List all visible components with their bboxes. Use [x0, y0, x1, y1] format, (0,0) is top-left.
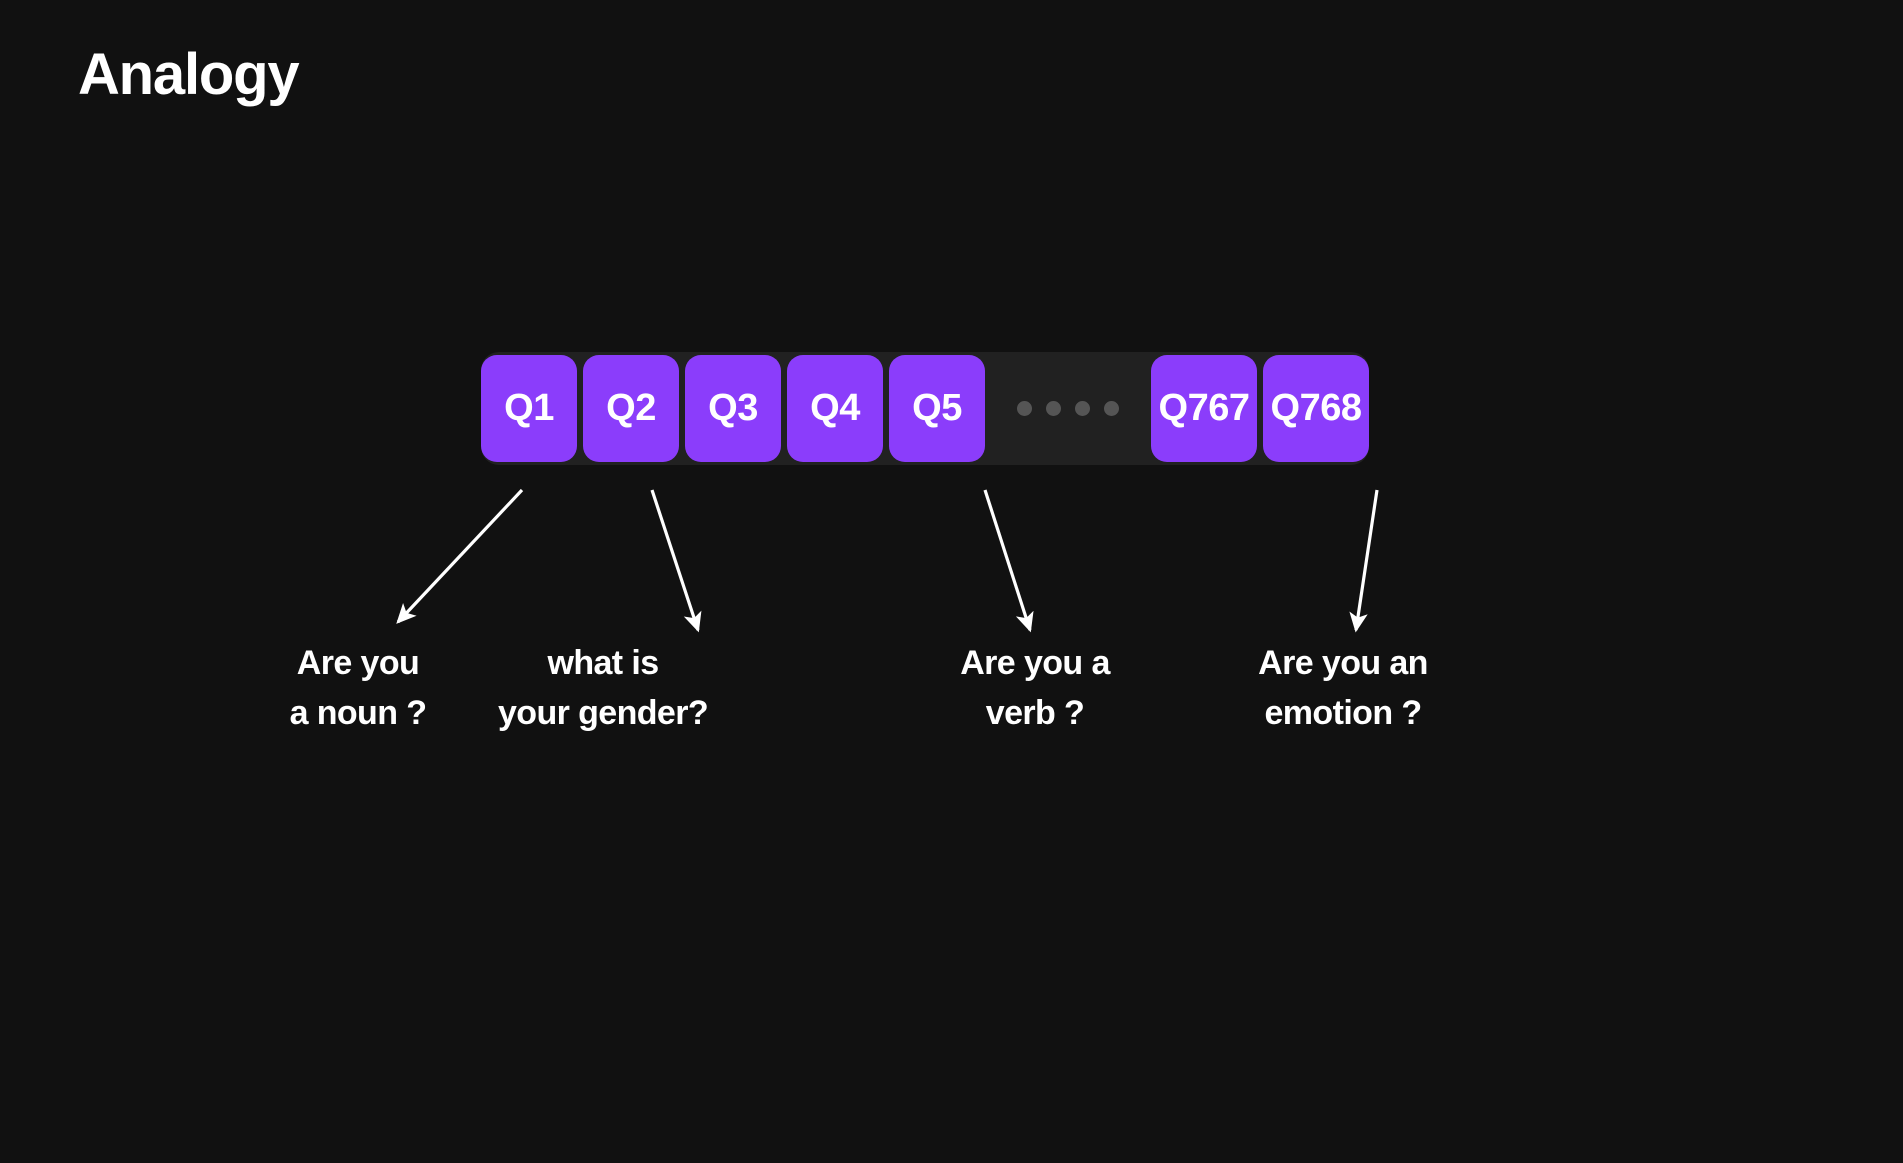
callout-label-q2: what is your gender?: [497, 644, 709, 733]
token-chip-q1[interactable]: Q1: [481, 355, 577, 462]
callout-arrow-q1: [396, 488, 524, 624]
token-strip: Q1 Q2 Q3 Q4 Q5 Q767 Q768: [481, 352, 1369, 465]
callout-arrow-q768: [1349, 489, 1379, 633]
ellipsis-dot: [1046, 401, 1061, 416]
callout-label-q768: Are you an emotion ?: [1258, 644, 1428, 733]
callout-arrow-q2: [650, 489, 702, 633]
token-chip-q767[interactable]: Q767: [1151, 355, 1257, 462]
ellipsis-icon: [991, 355, 1145, 462]
ellipsis-dot: [1017, 401, 1032, 416]
token-chip-q2[interactable]: Q2: [583, 355, 679, 462]
token-chip-q4[interactable]: Q4: [787, 355, 883, 462]
page-title: Analogy: [78, 42, 300, 107]
ellipsis-dot: [1104, 401, 1119, 416]
token-chip-q5[interactable]: Q5: [889, 355, 985, 462]
token-chip-q768[interactable]: Q768: [1263, 355, 1369, 462]
token-chip-q3[interactable]: Q3: [685, 355, 781, 462]
callout-label-q5: Are you a verb ?: [960, 644, 1110, 733]
callout-label-q1: Are you a noun ?: [289, 644, 427, 733]
callout-arrow-q5: [983, 489, 1034, 633]
ellipsis-dot: [1075, 401, 1090, 416]
